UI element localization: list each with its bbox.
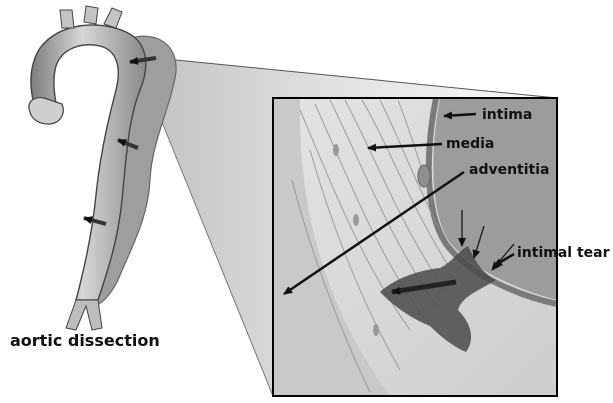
wall-inset	[273, 98, 557, 396]
cell-1	[418, 165, 430, 187]
branch-vessel-3	[104, 8, 122, 28]
branch-vessel-1	[60, 10, 74, 28]
aorta-illustration	[29, 6, 176, 330]
label-media: media	[446, 137, 494, 151]
label-intimal-tear: intimal tear	[517, 246, 610, 260]
iliac-bifurcation	[66, 300, 102, 330]
cell-2	[353, 214, 359, 226]
cell-4	[373, 324, 379, 336]
figure-caption: aortic dissection	[10, 333, 160, 349]
branch-vessel-2	[84, 6, 98, 24]
label-intima: intima	[482, 108, 532, 122]
aortic-root	[29, 98, 63, 124]
label-adventitia: adventitia	[469, 163, 550, 177]
cell-3	[333, 144, 339, 156]
